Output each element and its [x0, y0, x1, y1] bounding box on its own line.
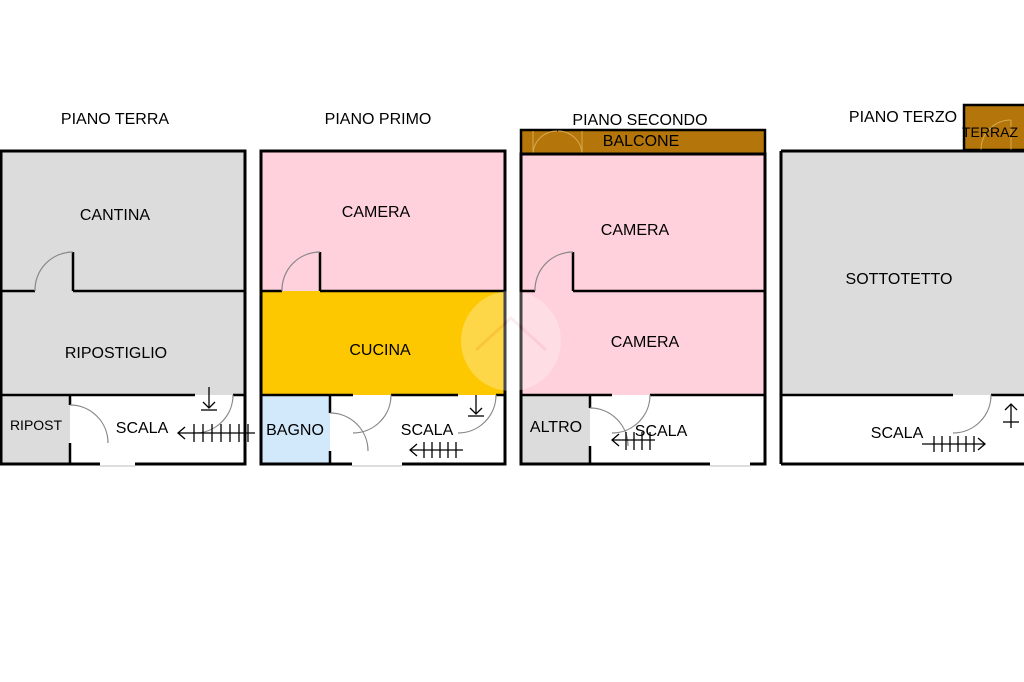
room-label-cantina: CANTINA	[80, 207, 151, 224]
stair-treads	[922, 436, 986, 452]
room-label-altro: ALTRO	[530, 419, 582, 436]
floor-title: PIANO PRIMO	[325, 111, 432, 128]
room-cucina	[261, 291, 505, 395]
room-label-scala: SCALA	[635, 423, 688, 440]
door-swing	[557, 130, 583, 155]
door-swing	[611, 394, 651, 434]
door-swing	[329, 412, 369, 452]
room-label-ripostiglio: RIPOSTIGLIO	[65, 345, 167, 362]
room-sottotetto	[781, 151, 1024, 395]
stair-treads	[611, 432, 655, 450]
room-scala	[781, 395, 1024, 464]
door-swing	[352, 394, 392, 434]
room-label-sottotetto: SOTTOTETTO	[846, 271, 953, 288]
door-swing	[69, 404, 109, 444]
floor-title: PIANO TERZO	[849, 109, 957, 126]
stair-arrow-down	[201, 387, 217, 411]
door-swing	[952, 394, 992, 434]
stair-treads	[409, 442, 463, 458]
room-label-bagno: BAGNO	[266, 422, 324, 439]
floor-piano-terzo: PIANO TERZO TERRAZ SOTTOTETTO	[779, 103, 1024, 466]
room-label-terrazzo: TERRAZ	[962, 124, 1018, 140]
stair-arrow-up	[1003, 403, 1019, 428]
door-swing	[980, 119, 1012, 151]
floor-piano-terra: PIANO TERRA	[0, 111, 255, 467]
room-camera-top	[521, 154, 765, 291]
outer-wall	[519, 152, 767, 466]
floor-piano-primo: PIANO PRIMO	[259, 111, 507, 467]
watermark-logo	[461, 291, 561, 391]
room-balcone	[519, 128, 767, 156]
room-label-camera-bottom: CAMERA	[611, 334, 680, 351]
door-swing	[457, 394, 497, 434]
room-bagno	[261, 395, 330, 464]
door-swing	[532, 130, 558, 155]
room-label-camera-top: CAMERA	[601, 222, 670, 239]
room-label-cucina: CUCINA	[349, 342, 411, 359]
door-swing	[281, 251, 321, 292]
door-swing	[534, 251, 574, 292]
room-ripostiglio	[1, 291, 245, 395]
room-label-scala: SCALA	[871, 425, 924, 442]
room-label-ripost: RIPOST	[10, 417, 63, 433]
room-scala	[70, 395, 245, 464]
room-scala	[590, 395, 765, 464]
room-altro	[521, 395, 590, 464]
floor-piano-secondo: PIANO SECONDO BALCONE CA	[519, 112, 767, 467]
stair-arrow-down	[468, 395, 484, 417]
room-label-camera: CAMERA	[342, 204, 411, 221]
room-label-balcone: BALCONE	[603, 133, 679, 150]
stair-treads	[177, 424, 255, 442]
room-label-scala: SCALA	[401, 422, 454, 439]
door-swing	[34, 251, 74, 292]
room-label-scala: SCALA	[116, 420, 169, 437]
floor-title: PIANO TERRA	[61, 111, 170, 128]
room-ripost	[1, 395, 70, 464]
floor-title: PIANO SECONDO	[572, 112, 707, 129]
room-camera-bottom	[521, 291, 765, 395]
room-camera	[261, 151, 505, 291]
